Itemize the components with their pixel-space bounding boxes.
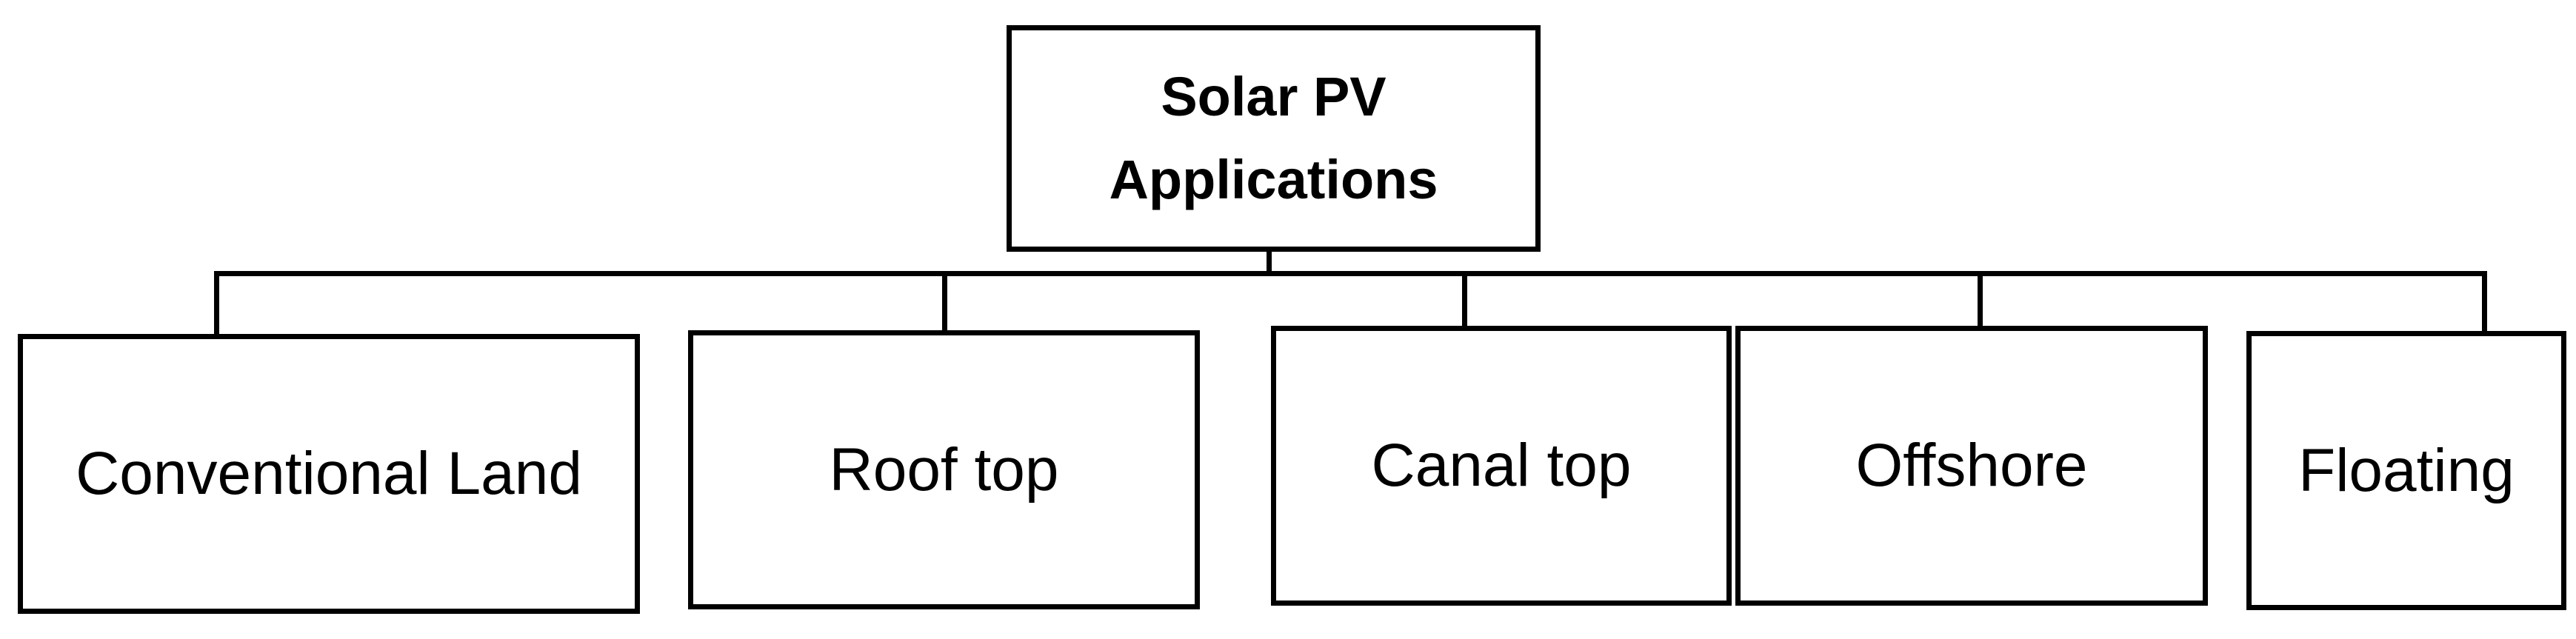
child-node-label: Conventional Land — [76, 440, 582, 507]
child-node-label: Roof top — [829, 435, 1059, 503]
root-stem-line — [1267, 247, 1272, 275]
child-node-roof-top: Roof top — [688, 330, 1200, 609]
branch-line-conventional-land — [214, 271, 219, 335]
child-node-floating: Floating — [2246, 331, 2566, 610]
branch-line-roof-top — [942, 271, 947, 332]
branch-line-canal-top — [1462, 271, 1467, 327]
child-node-canal-top: Canal top — [1271, 326, 1732, 606]
child-node-label: Offshore — [1855, 432, 2088, 499]
child-node-label: Floating — [2298, 436, 2515, 504]
root-node-box: Solar PV Applications — [1007, 25, 1541, 252]
horizontal-bus-line — [214, 271, 2487, 276]
child-node-offshore: Offshore — [1735, 326, 2208, 606]
root-node-label: Solar PV Applications — [1012, 56, 1535, 221]
branch-line-offshore — [1978, 271, 1983, 327]
child-node-label: Canal top — [1371, 432, 1632, 499]
branch-line-floating — [2482, 271, 2487, 335]
child-node-conventional-land: Conventional Land — [18, 334, 640, 614]
root-node-label-line-1: Solar PV — [1161, 66, 1387, 127]
root-node-label-line-2: Applications — [1109, 149, 1438, 210]
